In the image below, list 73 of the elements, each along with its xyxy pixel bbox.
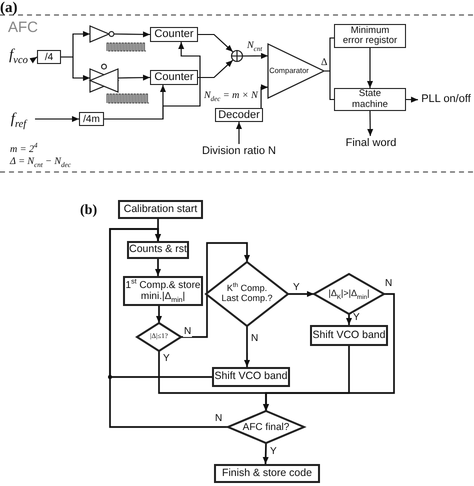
decision-label: |Δ$_{K}$|>|Δ$_{min}$|: [328, 289, 370, 299]
box-label: Minimum error registor: [342, 26, 398, 46]
edge-label: Y: [162, 354, 171, 364]
connector-line: [324, 70, 334, 100]
box-label: Counter: [154, 28, 194, 41]
arrow: [346, 314, 352, 325]
process-box: [334, 24, 406, 48]
annotation: AFC: [8, 20, 38, 35]
box-label: Counter: [154, 71, 194, 84]
decision-label: AFC final?: [242, 422, 290, 432]
arrow: [367, 48, 373, 88]
arrow: [244, 326, 250, 367]
annotation: m = 2$^{4}$: [10, 145, 38, 155]
edge-label: Y: [292, 283, 301, 293]
process-box: [37, 50, 61, 64]
arrow: [260, 84, 268, 108]
signal-label: Final word: [346, 136, 396, 150]
annotation: Δ = N$_{cnt}$ − N$_{dec}$: [10, 157, 71, 167]
box-label: /4m: [83, 114, 100, 124]
decision-label: K$^{th}$ Comp. Last Comp.?: [221, 284, 273, 304]
arrow: [263, 346, 350, 411]
signal-label: f$_{ref}$: [10, 110, 26, 128]
arrow: [367, 111, 374, 136]
box-label: Counts & rst: [129, 244, 187, 256]
arrow: [156, 306, 162, 323]
signal-label: f$_{vco}$: [9, 46, 28, 64]
arrow: [181, 242, 250, 338]
edge-label: Y: [269, 447, 278, 457]
box-label: State machine: [351, 89, 389, 110]
process-box: [212, 367, 290, 387]
panel-label: (b): [80, 204, 98, 218]
edge-label: N: [384, 279, 394, 289]
signal-label: Division ratio N: [202, 144, 276, 158]
edge-label: N: [214, 414, 224, 424]
process-box: [79, 112, 104, 126]
box-label: Calibration start: [124, 204, 198, 216]
process-box: [150, 27, 198, 42]
annotation: Δ: [321, 58, 328, 68]
process-box: [215, 108, 263, 122]
arrow: [118, 74, 150, 81]
arrow: [243, 52, 268, 59]
signal-label: PLL on/off: [421, 92, 471, 106]
process-box: [150, 70, 198, 85]
box-label: 1$^{st}$ Comp.& store mini.|Δ$_{min}$|: [125, 280, 201, 302]
arrow: [30, 56, 38, 64]
box-label: /4: [44, 52, 54, 62]
box-label: Finish & store code: [222, 468, 312, 480]
box-label: Shift VCO band: [214, 371, 288, 383]
edge-label: N$_{dec}$ = m × N: [203, 91, 259, 101]
arrow: [109, 228, 228, 428]
arrow: [198, 60, 234, 78]
arrow: [198, 34, 234, 52]
edge-label: N$_{cnt}$: [246, 41, 264, 51]
edge-label: N: [250, 334, 260, 344]
process-box: [214, 464, 320, 483]
panel-label: (a): [0, 1, 18, 16]
box-label: Decoder: [218, 108, 260, 122]
process-box: [310, 325, 388, 346]
arrow: [114, 31, 150, 38]
arrow: [406, 96, 418, 103]
edge-label: Y: [352, 313, 361, 323]
arrow: [35, 116, 79, 122]
arrow: [262, 442, 269, 464]
box-label: Shift VCO band: [312, 330, 386, 342]
edge-label: N: [183, 327, 192, 337]
arrow: [288, 291, 314, 297]
arrow: [61, 56, 90, 81]
arrow: [104, 42, 201, 120]
arrow: [155, 259, 161, 276]
process-box: [334, 88, 406, 111]
arrow: [236, 122, 242, 144]
process-box: [127, 241, 189, 259]
process-box: [118, 200, 203, 219]
